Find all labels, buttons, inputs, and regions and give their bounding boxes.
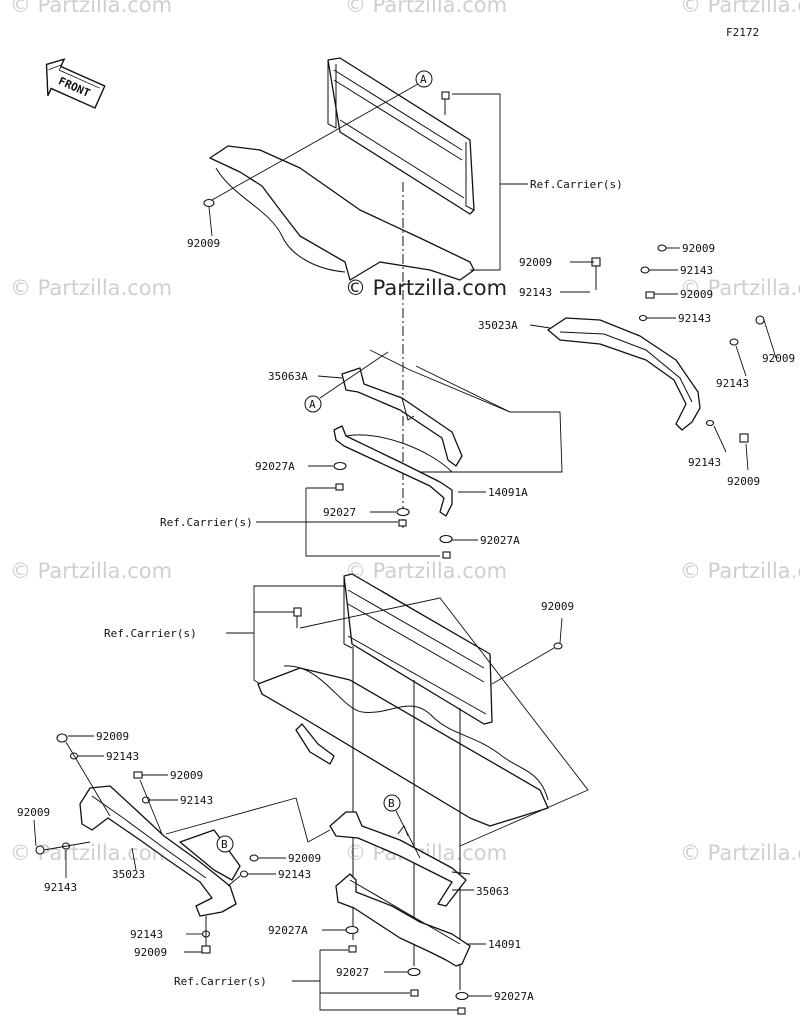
figure-id: F2172 xyxy=(726,26,759,39)
part-label-92027: 92027 xyxy=(336,966,369,979)
part-label-92143: 92143 xyxy=(44,881,77,894)
part-label-92143: 92143 xyxy=(680,264,713,277)
part-label-92009: 92009 xyxy=(519,256,552,269)
lower-assembly: Ref.Carrier(s) 92009 35023 B xyxy=(17,573,589,1015)
watermark-text: © Partzilla.com xyxy=(345,0,507,17)
part-label-92027a: 92027A xyxy=(480,534,520,547)
upper-right-hardware: 92009 92143 92009 92143 92009 92143 9200… xyxy=(519,242,795,488)
callout-a-label: A xyxy=(420,73,427,86)
upper-top-bolt: Ref.Carrier(s) xyxy=(441,91,623,271)
watermark-text: © Partzilla.com xyxy=(10,276,172,300)
callout-b-label: B xyxy=(221,838,228,851)
upper-nuts: 92027A Ref.Carrier(s) 92027 92027A xyxy=(160,460,520,559)
guard-35023: 35023 xyxy=(79,785,241,917)
part-label-92009: 92009 xyxy=(727,475,760,488)
part-label-92143: 92143 xyxy=(688,456,721,469)
lower-ref-carrier: Ref.Carrier(s) xyxy=(104,585,589,847)
front-arrow-icon: FRONT xyxy=(45,58,106,109)
bolt-92009-lower-right: 92009 xyxy=(491,600,574,685)
part-label-35063a: 35063A xyxy=(268,370,308,383)
part-label-14091a: 14091A xyxy=(488,486,528,499)
callout-a-top: A xyxy=(211,70,433,201)
part-label-92009: 92009 xyxy=(17,806,50,819)
part-label-35023: 35023 xyxy=(112,868,145,881)
watermark-text: © Partzilla.com xyxy=(680,276,800,300)
upper-carrier-panel xyxy=(209,57,475,281)
watermarks: © Partzilla.com © Partzilla.com © Partzi… xyxy=(10,0,800,865)
part-label-92143: 92143 xyxy=(130,928,163,941)
callout-b-left: B xyxy=(216,835,234,853)
part-label-92009: 92009 xyxy=(762,352,795,365)
bracket-35063a: 35063A xyxy=(268,367,463,467)
ref-carrier-label: Ref.Carrier(s) xyxy=(104,627,197,640)
ref-carrier-label: Ref.Carrier(s) xyxy=(174,975,267,988)
part-label-92009: 92009 xyxy=(96,730,129,743)
bolt-92009-upper-left: 92009 xyxy=(187,198,220,250)
watermark-text: © Partzilla.com xyxy=(680,0,800,17)
ref-carrier-label: Ref.Carrier(s) xyxy=(160,516,253,529)
part-label-92143: 92143 xyxy=(678,312,711,325)
part-label-92143: 92143 xyxy=(278,868,311,881)
part-label-92009: 92009 xyxy=(541,600,574,613)
part-label-35023a: 35023A xyxy=(478,319,518,332)
watermark-text: © Partzilla.com xyxy=(10,0,172,17)
stay-14091a: 14091A xyxy=(333,425,528,517)
part-label-92027a: 92027A xyxy=(494,990,534,1003)
guard-35023a: 35023A xyxy=(478,317,701,431)
bracket-35063: 35063 xyxy=(329,811,509,907)
part-label-92027: 92027 xyxy=(323,506,356,519)
upper-assembly: A 92009 Ref.Carrier(s) 92009 92143 xyxy=(160,57,795,559)
part-label-92009: 92009 xyxy=(680,288,713,301)
part-label-92143: 92143 xyxy=(519,286,552,299)
callout-b-right: B xyxy=(383,794,421,859)
callout-b-label: B xyxy=(388,797,395,810)
callout-a-label: A xyxy=(309,398,316,411)
part-label-92143: 92143 xyxy=(180,794,213,807)
lower-carrier-panel xyxy=(257,573,549,827)
part-label-92143: 92143 xyxy=(716,377,749,390)
part-label-92143: 92143 xyxy=(106,750,139,763)
watermark-text: © Partzilla.com xyxy=(680,841,800,865)
ref-carrier-label: Ref.Carrier(s) xyxy=(530,178,623,191)
assembly-leader-upper xyxy=(414,365,563,473)
callout-a-bottom: A xyxy=(304,351,389,413)
stay-14091: 14091 xyxy=(335,873,521,967)
lower-nuts: 92027A 92027 Ref.Carrier(s) 92027A xyxy=(174,924,534,1015)
part-label-92027a: 92027A xyxy=(255,460,295,473)
watermark-text: © Partzilla.com xyxy=(345,559,507,583)
part-label-92009: 92009 xyxy=(170,769,203,782)
part-label-92009: 92009 xyxy=(187,237,220,250)
part-label-92009: 92009 xyxy=(682,242,715,255)
part-label-92027a: 92027A xyxy=(268,924,308,937)
watermark-text: © Partzilla.com xyxy=(345,276,507,300)
assembly-leader-upper-2 xyxy=(369,349,511,413)
lower-left-hardware: 92009 92143 92009 92143 92009 92143 9200… xyxy=(17,730,331,959)
part-label-92009: 92009 xyxy=(288,852,321,865)
part-label-14091: 14091 xyxy=(488,938,521,951)
watermark-text: © Partzilla.com xyxy=(10,559,172,583)
watermark-text: © Partzilla.com xyxy=(680,559,800,583)
part-label-35063: 35063 xyxy=(476,885,509,898)
part-label-92009: 92009 xyxy=(134,946,167,959)
